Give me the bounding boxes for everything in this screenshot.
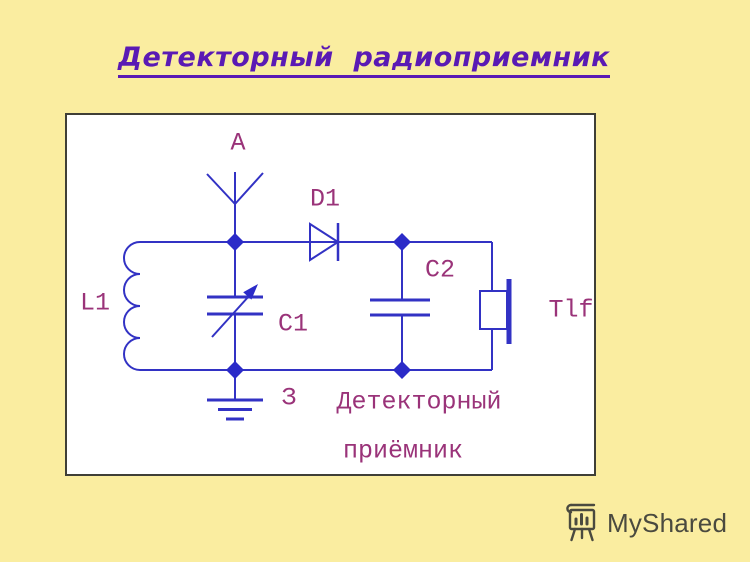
caption-line2: приёмник (342, 436, 464, 466)
antenna-label: A (230, 128, 246, 158)
telephone-label: Tlf (548, 295, 594, 325)
presentation-easel-icon (562, 502, 600, 544)
junction-dots (226, 233, 411, 379)
arrow-head (243, 284, 258, 300)
caption-line1: Детекторный (336, 387, 502, 417)
circuit-box: A D1 L1 C1 C2 Tlf З Детекторный приёмник (65, 113, 596, 476)
diode-label: D1 (309, 184, 341, 214)
junction-dot (226, 361, 244, 379)
diode-symbol (309, 222, 340, 262)
ground-label: З (281, 383, 297, 413)
myshared-logo: MyShared (562, 502, 727, 544)
page-title: Детекторный радиоприемник (118, 42, 610, 78)
junction-dot (393, 361, 411, 379)
junction-dot (226, 233, 244, 251)
variable-capacitor-symbol (207, 242, 263, 370)
capacitor-symbol (370, 242, 430, 370)
myshared-text: MyShared (607, 507, 728, 538)
antenna-symbol (206, 172, 264, 242)
coil-label: L1 (79, 288, 111, 318)
capacitor-label: C2 (424, 255, 456, 285)
coil-symbol (123, 241, 141, 371)
circuit-diagram (123, 172, 512, 421)
variable-capacitor-label: C1 (277, 309, 309, 339)
telephone-symbol (479, 279, 512, 344)
junction-dot (393, 233, 411, 251)
